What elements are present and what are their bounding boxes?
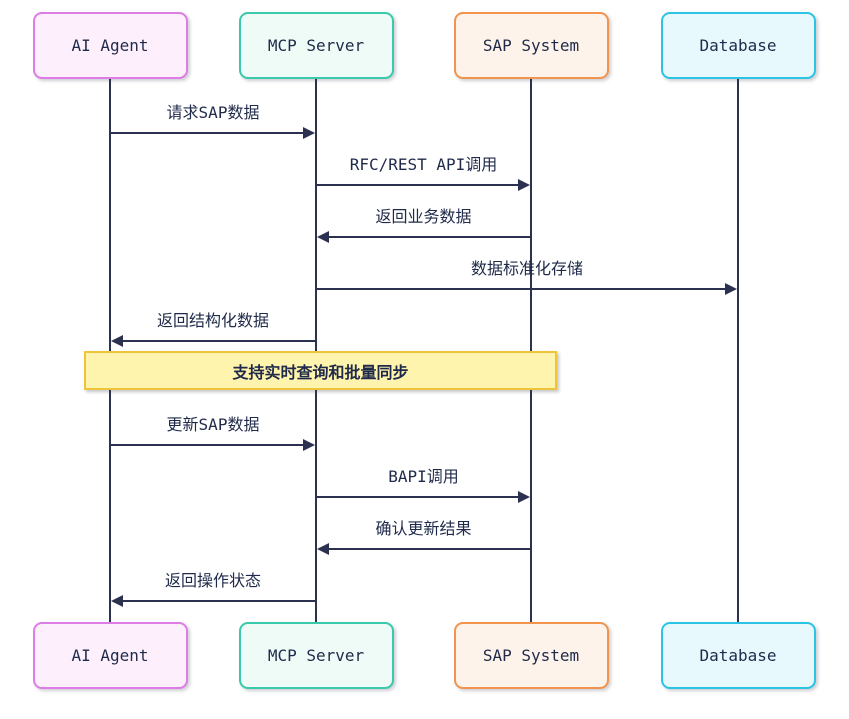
arrowhead-right-icon xyxy=(303,439,315,451)
message-label: 更新SAP数据 xyxy=(166,415,260,434)
note-box: 支持实时查询和批量同步 xyxy=(84,351,557,390)
arrowhead-right-icon xyxy=(518,179,530,191)
message-line xyxy=(119,600,316,602)
message-line xyxy=(316,496,522,498)
arrowhead-left-icon xyxy=(317,543,329,555)
message-line xyxy=(325,548,531,550)
message-label: 确认更新结果 xyxy=(375,519,472,538)
arrowhead-right-icon xyxy=(725,283,737,295)
message-line xyxy=(119,340,316,342)
message-label: BAPI调用 xyxy=(388,467,459,486)
actor-box-sap-system-top: SAP System xyxy=(453,12,609,79)
actor-box-ai-agent-top: AI Agent xyxy=(32,12,188,79)
message-label: 返回结构化数据 xyxy=(156,311,270,330)
actor-box-mcp-server-top: MCP Server xyxy=(238,12,394,79)
lifeline-sap-system xyxy=(530,79,532,622)
arrowhead-right-icon xyxy=(518,491,530,503)
message-label: 返回业务数据 xyxy=(375,207,472,226)
arrowhead-left-icon xyxy=(317,231,329,243)
message-label: 数据标准化存储 xyxy=(470,259,584,278)
arrowhead-left-icon xyxy=(111,335,123,347)
lifeline-ai-agent xyxy=(109,79,111,622)
lifeline-database xyxy=(737,79,739,622)
actor-box-mcp-server-bottom: MCP Server xyxy=(238,622,394,689)
actor-box-sap-system-bottom: SAP System xyxy=(453,622,609,689)
arrowhead-right-icon xyxy=(303,127,315,139)
lifeline-mcp-server xyxy=(315,79,317,622)
actor-box-ai-agent-bottom: AI Agent xyxy=(32,622,188,689)
message-line xyxy=(110,132,307,134)
message-line xyxy=(316,184,522,186)
message-label: RFC/REST API调用 xyxy=(349,155,498,174)
message-line xyxy=(325,236,531,238)
actor-box-database-bottom: Database xyxy=(660,622,816,689)
message-label: 请求SAP数据 xyxy=(166,103,260,122)
message-line xyxy=(110,444,307,446)
message-line xyxy=(316,288,729,290)
arrowhead-left-icon xyxy=(111,595,123,607)
message-label: 返回操作状态 xyxy=(164,571,262,590)
actor-box-database-top: Database xyxy=(660,12,816,79)
